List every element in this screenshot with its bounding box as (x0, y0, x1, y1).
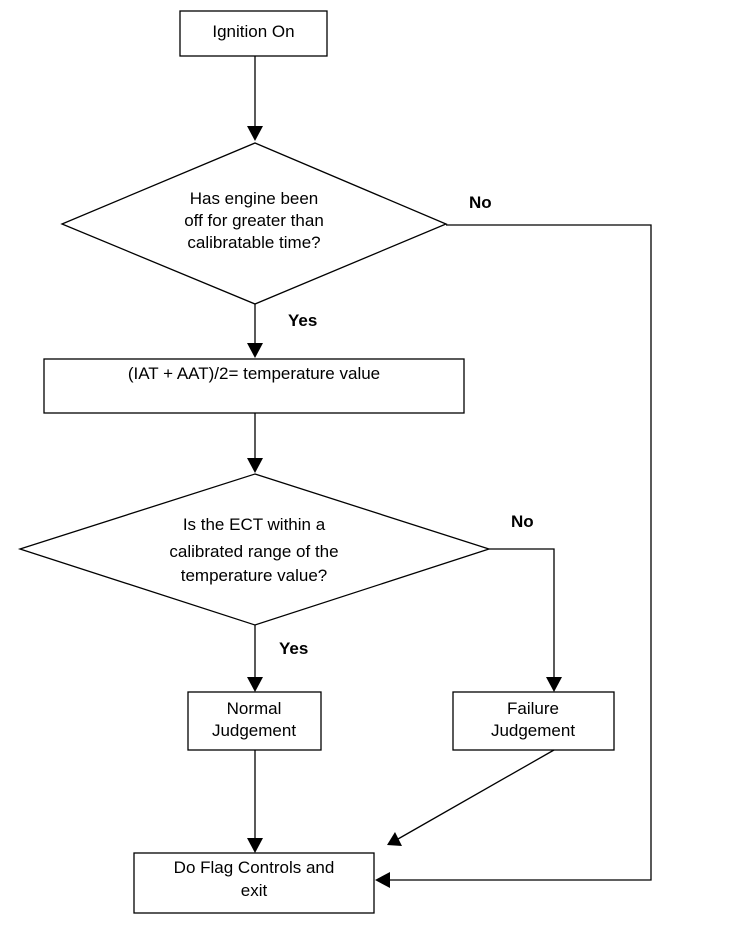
decision-ect-line-1: Is the ECT within a (183, 515, 326, 534)
connector-offtime-yes-to-compute (247, 304, 263, 358)
failure-judgement-line-2: Judgement (491, 721, 575, 740)
node-failure-judgement: Failure Judgement (452, 691, 615, 751)
node-decision-ect: Is the ECT within a calibrated range of … (17, 473, 492, 626)
decision-off-time-line-1: Has engine been (190, 189, 319, 208)
node-normal-judgement: Normal Judgement (187, 691, 322, 751)
arrowhead (247, 126, 263, 141)
arrowhead (375, 872, 390, 888)
node-decision-off-time: Has engine been off for greater than cal… (60, 142, 448, 305)
edge-label-off-time-yes: Yes (288, 311, 317, 330)
normal-judgement-line-1: Normal (227, 699, 282, 718)
flag-controls-line-1: Do Flag Controls and (174, 858, 335, 877)
decision-ect-line-3: temperature value? (181, 566, 327, 585)
node-ignition-on: Ignition On (179, 10, 328, 57)
arrowhead (247, 677, 263, 692)
compute-temperature-label: (IAT + AAT)/2= temperature value (128, 364, 380, 383)
normal-judgement-line-2: Judgement (212, 721, 296, 740)
connector-compute-to-ect (247, 413, 263, 473)
connector-ignition-to-offtime (247, 56, 263, 141)
node-compute-temperature: (IAT + AAT)/2= temperature value (43, 358, 465, 414)
edge-label-off-time-no: No (469, 193, 492, 212)
compute-temperature-box (43, 358, 465, 414)
edge-label-ect-yes: Yes (279, 639, 308, 658)
decision-off-time-line-3: calibratable time? (187, 233, 320, 252)
connector-ect-no-to-failure (489, 548, 562, 692)
node-flag-controls: Do Flag Controls and exit (133, 852, 375, 914)
connector-normal-to-flag (247, 750, 263, 853)
arrowhead (387, 832, 402, 846)
ignition-on-label: Ignition On (212, 22, 294, 41)
ignition-on-box (179, 10, 328, 57)
connector-failure-to-flag (387, 749, 555, 846)
flag-controls-line-2: exit (241, 881, 268, 900)
connector-offtime-no-to-flag (375, 224, 652, 888)
failure-judgement-line-1: Failure (507, 699, 559, 718)
edge-label-ect-no: No (511, 512, 534, 531)
connector-ect-yes-to-normal (247, 625, 263, 692)
arrowhead (247, 458, 263, 473)
arrowhead (546, 677, 562, 692)
failure-judgement-box (452, 691, 615, 751)
decision-off-time-line-2: off for greater than (184, 211, 324, 230)
arrowhead (247, 343, 263, 358)
arrowhead (247, 838, 263, 853)
decision-ect-line-2: calibrated range of the (169, 542, 338, 561)
flag-controls-box (133, 852, 375, 914)
